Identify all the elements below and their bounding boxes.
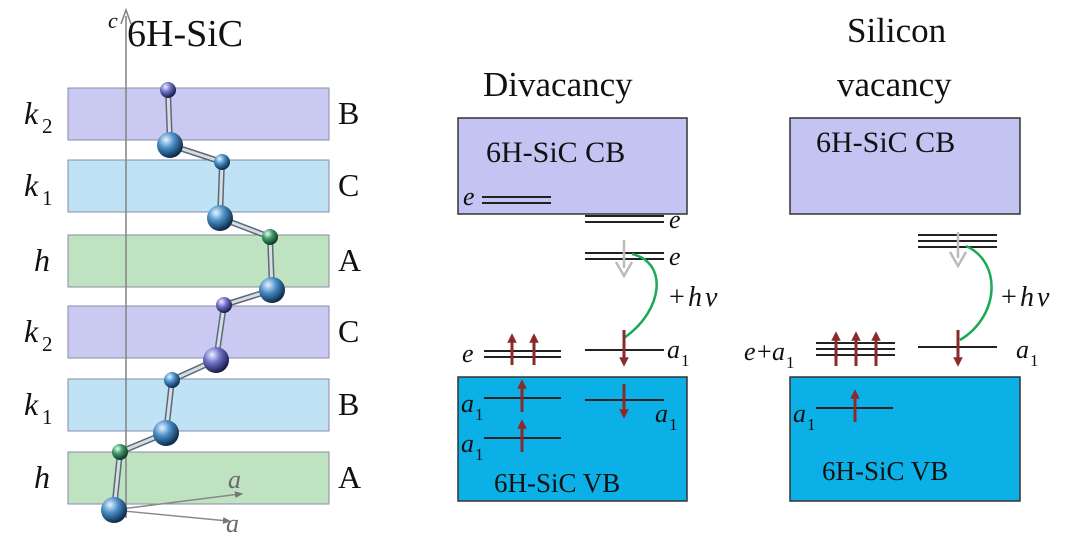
- atom-carbon: [262, 229, 278, 245]
- divacancy-cb-label: 6H-SiC CB: [486, 136, 625, 169]
- site-label: h: [34, 459, 50, 495]
- atom-carbon: [164, 372, 180, 388]
- layer-band: [67, 305, 330, 359]
- div-vb-a1-sub: 1: [475, 405, 484, 424]
- c-axis-arrowhead: [120, 7, 132, 25]
- a-axis-1-line: [112, 491, 244, 511]
- a-axis-2-line: [112, 509, 232, 524]
- atom-carbon: [216, 297, 232, 313]
- si-hv-h: h: [1020, 282, 1034, 313]
- si-vb-a1-label: a: [793, 399, 806, 428]
- si-ground-a-label: a: [772, 337, 785, 366]
- site-subscript: 1: [42, 405, 53, 429]
- site-subscript: 2: [42, 332, 53, 356]
- si-ground-plus: +: [757, 337, 772, 366]
- c-axis-label: c: [108, 8, 118, 33]
- sivacancy-vb-label: 6H-SiC VB: [822, 456, 948, 486]
- div-vb-a1-label-right: a: [655, 399, 668, 428]
- atom-silicon: [101, 497, 127, 523]
- atom-silicon: [203, 347, 229, 373]
- site-label: k: [24, 167, 39, 203]
- sivacancy-conduction-band: [789, 117, 1021, 215]
- div-hv-nu: ν: [705, 282, 718, 313]
- stacking-label: A: [338, 242, 361, 278]
- stacking-label: C: [338, 167, 359, 203]
- site-subscript: 1: [42, 186, 53, 210]
- atom-chain: [101, 82, 285, 523]
- div-ground-e-label: e: [462, 339, 474, 368]
- div-excited-e-label-top: e: [669, 205, 681, 234]
- stacking-label: A: [338, 459, 361, 495]
- sivacancy-title-line1: Silicon: [847, 11, 946, 50]
- sivacancy-valence-band: [789, 376, 1021, 502]
- div-gap-a1-label: a: [667, 335, 680, 364]
- site-label: k: [24, 386, 39, 422]
- site-label: h: [34, 242, 50, 278]
- si-hv-nu: ν: [1037, 282, 1050, 313]
- si-ground-e-label: e: [744, 337, 756, 366]
- site-label: k: [24, 313, 39, 349]
- div-excited-e-label: e: [669, 242, 681, 271]
- layer-band: [67, 159, 330, 213]
- stacking-label: B: [338, 386, 359, 422]
- a-axis-1-label: a: [228, 465, 241, 494]
- atom-carbon: [214, 154, 230, 170]
- div-vb-a1-label-low: a: [461, 429, 474, 458]
- si-gap-a1-sub: 1: [1030, 351, 1039, 370]
- sivacancy-cb-label: 6H-SiC CB: [816, 126, 955, 159]
- div-vb-a1-sub-right: 1: [669, 415, 678, 434]
- si-hv-plus: +: [1001, 282, 1017, 313]
- a-axis-2-label: a: [226, 509, 239, 538]
- div-gap-a1-sub: 1: [681, 351, 690, 370]
- atom-carbon: [112, 444, 128, 460]
- stacking-label: C: [338, 313, 359, 349]
- layer-band: [67, 378, 330, 432]
- sivacancy-title-line2: vacancy: [837, 65, 952, 104]
- si-vb-a1-sub: 1: [807, 415, 816, 434]
- div-hv-h: h: [688, 282, 702, 313]
- stacking-label: B: [338, 95, 359, 131]
- atom-silicon: [259, 277, 285, 303]
- crystal-title: 6H-SiC: [127, 13, 243, 55]
- site-label: k: [24, 95, 39, 131]
- si-gap-a1-label: a: [1016, 335, 1029, 364]
- div-cb-e-label: e: [463, 182, 475, 211]
- layer-band: [67, 87, 330, 141]
- site-subscript: 2: [42, 114, 53, 138]
- divacancy-vb-label: 6H-SiC VB: [494, 468, 620, 498]
- atom-silicon: [153, 420, 179, 446]
- div-vb-a1-sub-low: 1: [475, 445, 484, 464]
- div-hollow-arrow-head: [614, 261, 634, 279]
- si-optical-transition: [959, 244, 993, 342]
- div-optical-transition: [623, 252, 658, 340]
- si-ground-a-sub: 1: [786, 353, 795, 372]
- layer-band: [67, 234, 330, 288]
- div-hv-plus: +: [669, 282, 685, 313]
- layer-band: [67, 451, 330, 505]
- atom-carbon: [160, 82, 176, 98]
- div-vb-a1-label: a: [461, 389, 474, 418]
- atom-silicon: [207, 205, 233, 231]
- si-hollow-arrow-head: [948, 251, 968, 269]
- atom-silicon: [157, 132, 183, 158]
- divacancy-title: Divacancy: [483, 65, 633, 104]
